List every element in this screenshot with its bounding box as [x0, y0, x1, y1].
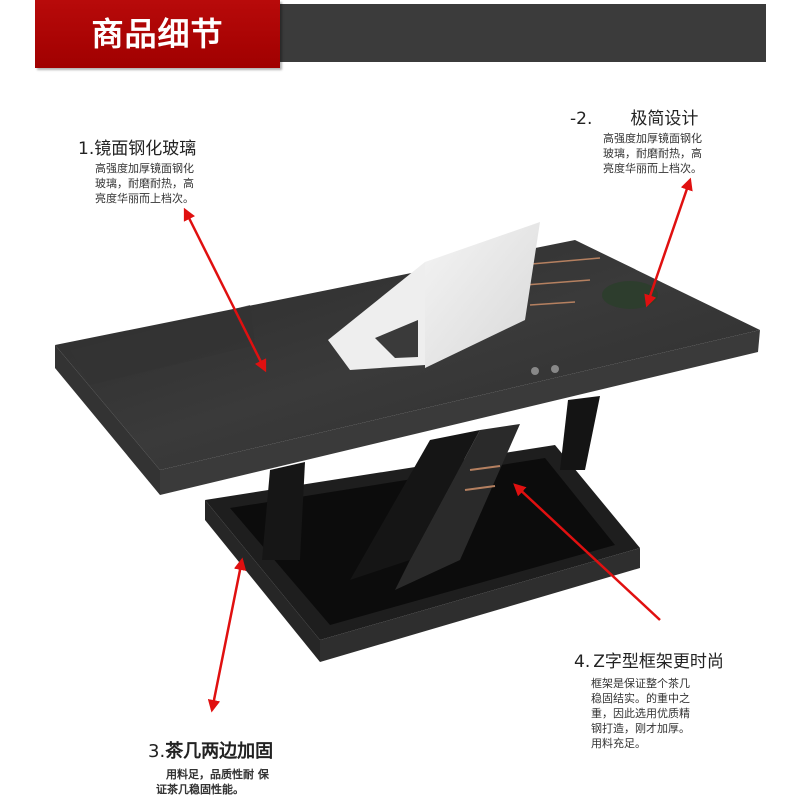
laptop [328, 222, 540, 370]
desc-line: 亮度华丽而上档次。 [95, 192, 194, 205]
callout-number: 4. [574, 652, 591, 672]
callout-title-text: Z字型框架更时尚 [593, 652, 724, 672]
desc-line: 亮度华丽而上档次。 [603, 162, 702, 175]
desc-line: 稳固结实。的重中之 [591, 692, 690, 705]
callout-number: 1. [78, 139, 95, 159]
desc-line: 重，因此选用优质精 [591, 707, 690, 720]
z-frame [262, 396, 600, 590]
callout-1: 1.镜面钢化玻璃 高强度加厚镜面钢化 玻璃，耐磨耐热，高 亮度华丽而上档次。 [78, 134, 196, 206]
callout-4-title: 4.Z字型框架更时尚 [574, 647, 724, 672]
callout-4: 4.Z字型框架更时尚 框架是保证整个茶几 稳固结实。的重中之 重，因此选用优质精… [574, 647, 724, 751]
section-title: 商品细节 [91, 15, 224, 53]
callout-number: 3. [148, 741, 166, 762]
callout-2-title: -2. 极简设计 [570, 104, 702, 129]
header-red-tab: 商品细节 [35, 0, 280, 68]
callout-4-desc: 框架是保证整个茶几 稳固结实。的重中之 重，因此选用优质精 钢打造，刚才加厚。 … [591, 676, 724, 751]
desc-line: 证茶几稳固性能。 [156, 783, 244, 796]
callout-1-title: 1.镜面钢化玻璃 [78, 134, 196, 159]
header-dark-bar [272, 4, 766, 62]
callout-number: -2. [570, 109, 593, 129]
callout-3: 3.茶几两边加固 用料足，品质性耐 保 证茶几稳固性能。 [148, 737, 273, 797]
callout-3-title: 3.茶几两边加固 [148, 737, 273, 763]
callout-arrows [183, 177, 693, 713]
callout-3-desc: 用料足，品质性耐 保 证茶几稳固性能。 [156, 767, 273, 797]
desc-line: 玻璃，耐磨耐热，高 [603, 147, 702, 160]
callout-title-text: 镜面钢化玻璃 [94, 139, 197, 159]
desc-line: 用料足，品质性耐 保 [166, 768, 269, 781]
desc-line: 钢打造，刚才加厚。 [591, 722, 690, 735]
arrow-2 [644, 177, 693, 308]
desc-line: 用料充足。 [591, 737, 646, 750]
desc-line: 高强度加厚镜面钢化 [95, 162, 194, 175]
callout-title-text: 茶几两边加固 [165, 741, 274, 762]
callout-title-text: 极简设计 [630, 109, 699, 129]
desc-line: 高强度加厚镜面钢化 [603, 132, 702, 145]
arrow-3 [207, 557, 247, 713]
callout-2-desc: 高强度加厚镜面钢化 玻璃，耐磨耐热，高 亮度华丽而上档次。 [603, 131, 702, 176]
desc-line: 玻璃，耐磨耐热，高 [95, 177, 194, 190]
callout-1-desc: 高强度加厚镜面钢化 玻璃，耐磨耐热，高 亮度华丽而上档次。 [95, 161, 196, 206]
arrow-1 [183, 207, 267, 373]
arrow-4 [513, 483, 661, 621]
callout-2: -2. 极简设计 高强度加厚镜面钢化 玻璃，耐磨耐热，高 亮度华丽而上档次。 [570, 104, 702, 176]
desc-line: 框架是保证整个茶几 [591, 677, 690, 690]
